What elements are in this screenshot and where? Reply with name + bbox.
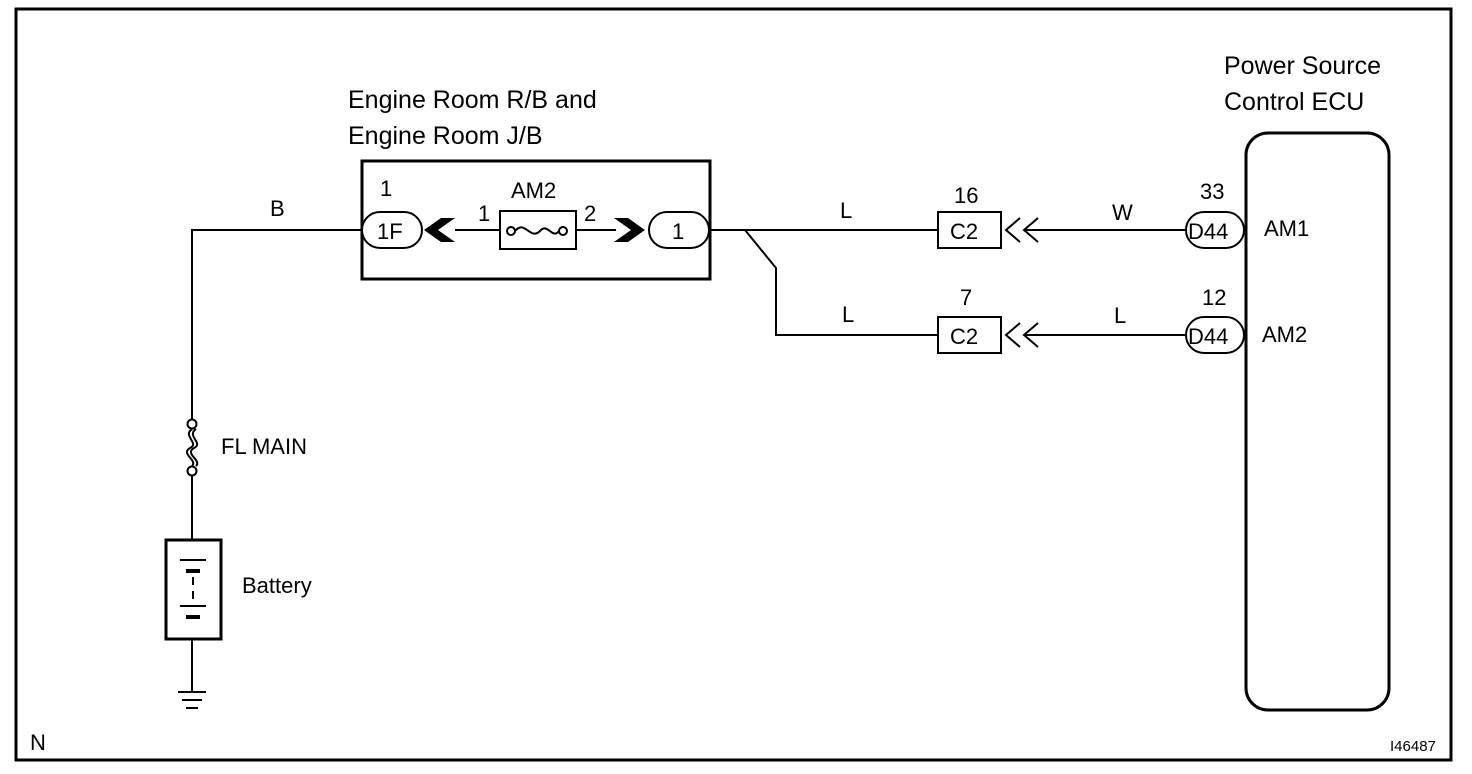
battery: Battery [164,538,312,641]
fuse-am2: AM2 [499,178,577,250]
ecu-connector-d44-lower: D44 12 [1185,285,1245,354]
diagram-frame [14,7,1453,762]
battery-label: Battery [242,573,312,598]
fl-main-label: FL MAIN [221,434,307,459]
wire-b-color-label: B [270,196,285,221]
ecu-connector-upper-label: D44 [1188,219,1228,244]
engine-room-relay-box: Engine Room R/B and Engine Room J/B [348,86,712,281]
connector-1f-label: 1F [377,219,403,244]
connector-out: 1 [648,211,710,249]
fuse-am2-pin-in: 1 [478,201,490,226]
connector-c2-lower-pin: 7 [960,285,972,310]
lower-wire-in-color: L [842,302,854,327]
ecu-connector-lower-pin: 12 [1202,285,1226,310]
ecu-title-line-1: Power Source [1224,52,1381,80]
upper-wire-in-color: L [840,198,852,223]
relay-box-title-line-2: Engine Room J/B [348,122,543,150]
terminal-marker-left [424,218,455,242]
ecu-connector-lower-label: D44 [1188,324,1228,349]
fl-main-fusible-link: FL MAIN [185,418,307,477]
corner-label: N [30,730,46,755]
ecu-terminal-am1: AM1 [1264,216,1309,241]
ground-symbol [178,691,206,709]
wire-b [191,229,362,419]
lower-wire-out-color: L [1114,303,1126,328]
relay-box-title-line-1: Engine Room R/B and [348,86,597,114]
ecu-connector-d44-upper: D44 33 [1185,179,1245,249]
connector-1f: 1F 1 [361,176,423,249]
figure-id: I46487 [1390,738,1436,755]
ecu-title-line-2: Control ECU [1224,88,1364,116]
connector-out-label: 1 [672,219,684,244]
fuse-am2-pin-out: 2 [584,201,596,226]
connector-c2-lower-label: C2 [950,324,978,349]
upper-wire-out-color: W [1112,200,1133,225]
power-source-control-ecu: Power Source Control ECU [1224,52,1391,712]
ecu-terminal-am2: AM2 [1262,322,1307,347]
connector-1f-pin: 1 [380,176,392,201]
fuse-am2-label: AM2 [511,178,556,203]
relay-box-body [360,159,712,281]
connector-c2-lower: C2 7 [937,285,1039,354]
ecu-connector-upper-pin: 33 [1200,179,1224,204]
terminal-marker-right [614,218,645,242]
connector-c2-upper-label: C2 [950,219,978,244]
connector-c2-upper: C2 16 [937,183,1039,249]
ecu-body [1244,131,1391,712]
connector-c2-upper-pin: 16 [954,183,978,208]
